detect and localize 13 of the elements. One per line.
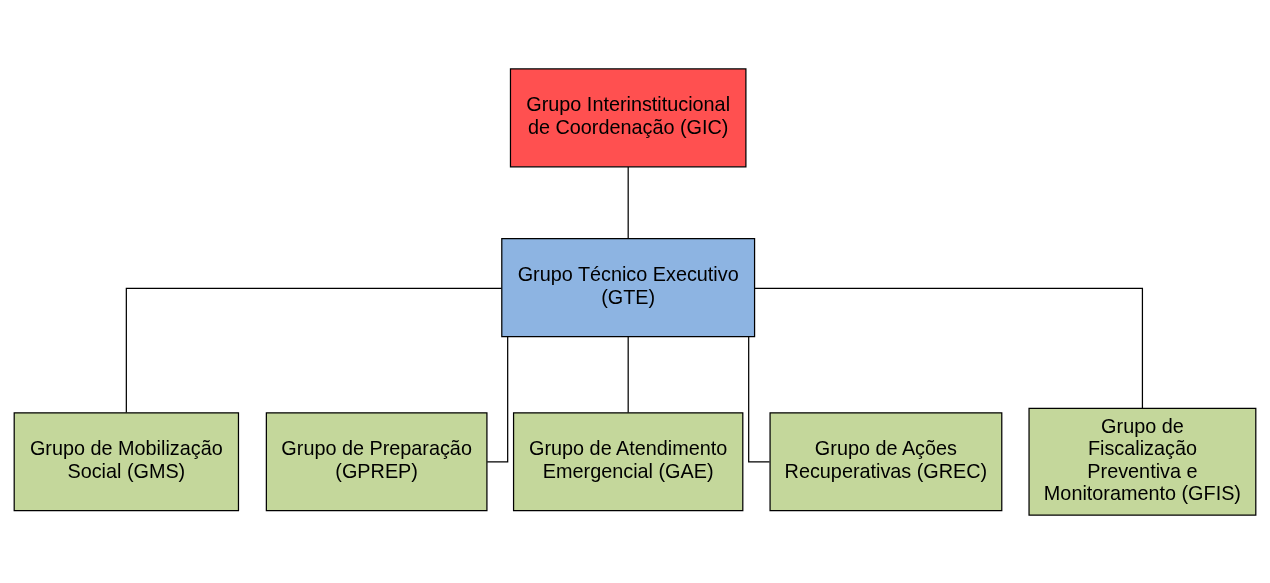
node-box: Grupo de Ações Recuperativas (GREC) (769, 411, 1003, 511)
node-box: Grupo de Atendimento Emergencial (GAE) (512, 411, 744, 511)
connector (627, 335, 629, 413)
node-box: Grupo de Fiscalização Preventiva e Monitoramento (GFIS) (1028, 407, 1257, 516)
node-box: Grupo de Preparação (GPREP) (265, 411, 488, 511)
connector (125, 287, 503, 413)
connector (486, 335, 509, 462)
node-box: Grupo Interinstitucional de Coordenação (GIC) (509, 67, 747, 167)
node-box: Grupo Técnico Executivo (GTE) (501, 237, 756, 337)
connector (748, 335, 771, 462)
connector (754, 287, 1144, 409)
node-box: Grupo de Mobilização Social (GMS) (13, 411, 240, 511)
connector (627, 165, 629, 239)
